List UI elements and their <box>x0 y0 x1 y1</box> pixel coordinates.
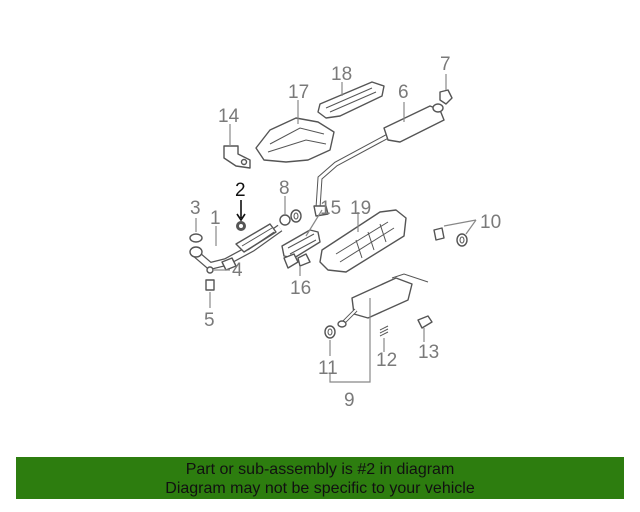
callout-14: 14 <box>218 106 240 127</box>
leader-2 <box>236 200 246 222</box>
part-4-nut <box>206 266 214 274</box>
leader-10 <box>443 219 477 235</box>
part-13-bolt <box>417 315 433 329</box>
callout-10: 10 <box>480 212 501 233</box>
callout-18: 18 <box>331 64 352 85</box>
callout-6: 6 <box>398 82 409 103</box>
callout-17: 17 <box>288 82 309 103</box>
part-1-front-pipe <box>189 223 283 271</box>
part-14-bracket <box>223 145 251 169</box>
callout-15: 15 <box>320 198 341 219</box>
callout-2: 2 <box>235 180 246 201</box>
part-5-bolt <box>205 279 215 291</box>
callout-11: 11 <box>318 358 338 379</box>
part-2-gasket <box>236 221 246 231</box>
part-10-hanger <box>433 227 468 247</box>
callout-19: 19 <box>350 198 371 219</box>
callout-7: 7 <box>440 54 451 75</box>
part-16-bracket <box>283 253 311 269</box>
callout-9: 9 <box>344 390 355 411</box>
info-banner: Part or sub-assembly is #2 in diagram Di… <box>16 457 624 499</box>
callout-13: 13 <box>418 342 439 363</box>
callout-1: 1 <box>210 208 221 229</box>
banner-line-disclaimer: Diagram may not be specific to your vehi… <box>165 480 475 497</box>
callout-12: 12 <box>376 350 397 371</box>
part-18-heat-shield <box>317 81 385 119</box>
part-19-heat-shield <box>319 209 407 273</box>
leader-15 <box>305 209 323 237</box>
callout-4: 4 <box>232 260 243 281</box>
part-8-gasket <box>279 209 302 226</box>
part-12-spring <box>379 325 389 337</box>
part-17-heat-shield <box>255 117 335 163</box>
callout-8: 8 <box>279 178 290 199</box>
callout-5: 5 <box>204 310 215 331</box>
part-15-heat-shield <box>281 229 321 259</box>
leader-9 <box>329 298 371 383</box>
part-11-gasket <box>324 325 336 339</box>
banner-line-part-number: Part or sub-assembly is #2 in diagram <box>185 461 455 478</box>
callout-3: 3 <box>190 198 201 219</box>
part-9-muffler <box>337 273 429 328</box>
part-3-gasket <box>189 233 203 243</box>
part-7-hanger <box>439 89 453 105</box>
callout-16: 16 <box>290 278 311 299</box>
